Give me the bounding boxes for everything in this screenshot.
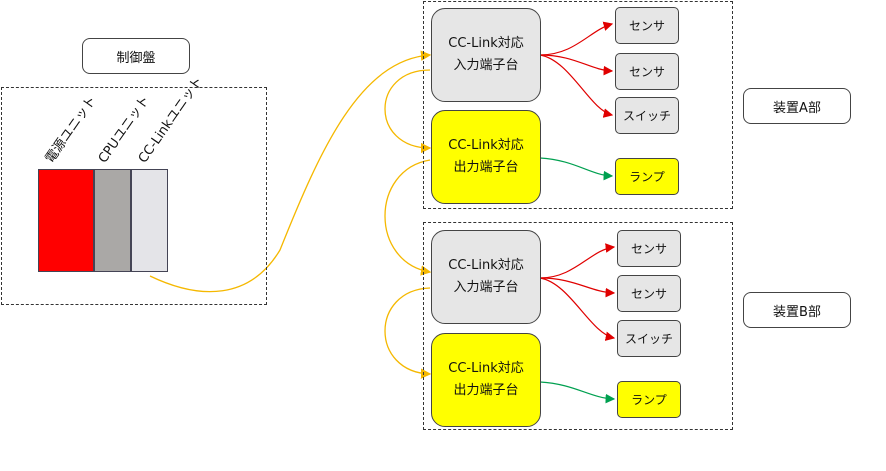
- network-cable-a-in-out: [384, 69, 432, 154]
- device-label: ランプ: [629, 170, 665, 184]
- arrow-a-lamp: [539, 157, 614, 181]
- device-a-sensor-1: センサ: [615, 7, 679, 44]
- terminal-line1: CC-Link対応: [448, 361, 524, 376]
- device-b-output-terminal: CC-Link対応 出力端子台: [431, 333, 541, 427]
- network-cable-a-b: [384, 159, 432, 276]
- device-b-label-text: 装置B部: [773, 304, 821, 320]
- terminal-line1: CC-Link対応: [448, 138, 524, 153]
- terminal-line2: 入力端子台: [453, 280, 519, 295]
- control-panel-frame: [1, 87, 267, 305]
- cc-link-unit: [131, 169, 168, 272]
- arrow-a-sensor2: [539, 54, 614, 76]
- device-a-label-text: 装置A部: [773, 100, 821, 116]
- control-panel-label: 制御盤: [82, 38, 190, 74]
- terminal-line2: 出力端子台: [453, 383, 519, 398]
- terminal-line2: 入力端子台: [453, 58, 519, 73]
- device-a-switch: スイッチ: [615, 97, 679, 134]
- device-b-frame: [423, 222, 733, 430]
- device-label: センサ: [630, 287, 667, 301]
- device-b-input-terminal: CC-Link対応 入力端子台: [431, 230, 541, 324]
- device-a-frame: [423, 1, 733, 209]
- device-b-switch: スイッチ: [617, 320, 681, 357]
- device-label: スイッチ: [622, 109, 671, 123]
- device-b-lamp: ランプ: [617, 381, 681, 418]
- terminal-line2: 出力端子台: [453, 160, 519, 175]
- device-a-output-terminal: CC-Link対応 出力端子台: [431, 110, 541, 204]
- arrow-b-lamp: [539, 381, 616, 404]
- device-a-label: 装置A部: [743, 88, 851, 124]
- device-b-sensor-1: センサ: [617, 230, 681, 267]
- device-label: センサ: [628, 19, 665, 33]
- terminal-line1: CC-Link対応: [448, 36, 524, 51]
- arrow-a-sensor1: [539, 21, 614, 56]
- device-a-lamp: ランプ: [615, 158, 679, 195]
- terminal-line1: CC-Link対応: [448, 258, 524, 273]
- device-b-label: 装置B部: [743, 292, 851, 328]
- device-a-input-terminal: CC-Link対応 入力端子台: [431, 8, 541, 102]
- network-cable-main: [149, 50, 432, 293]
- device-label: センサ: [630, 242, 667, 256]
- power-unit: [38, 169, 94, 272]
- device-label: センサ: [628, 65, 665, 79]
- network-cable-b-in-out: [384, 287, 432, 379]
- cpu-unit: [94, 169, 131, 272]
- arrow-b-switch: [539, 277, 616, 341]
- control-panel-label-text: 制御盤: [116, 50, 156, 66]
- arrow-a-switch: [539, 54, 614, 118]
- device-label: ランプ: [631, 393, 667, 407]
- device-a-sensor-2: センサ: [615, 53, 679, 90]
- device-b-sensor-2: センサ: [617, 275, 681, 312]
- arrow-b-sensor2: [539, 277, 616, 298]
- arrow-b-sensor1: [539, 243, 616, 279]
- device-label: スイッチ: [624, 332, 673, 346]
